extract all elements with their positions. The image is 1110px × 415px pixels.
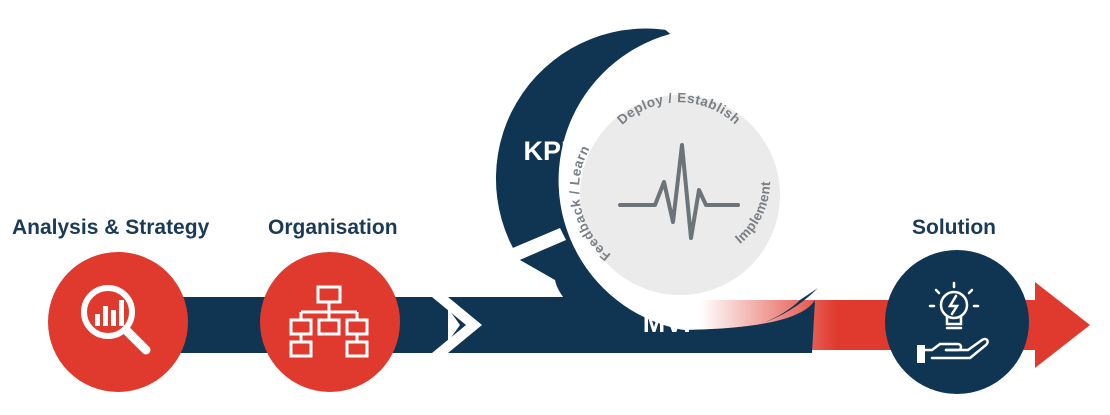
- cycle-ring: [495, 28, 818, 341]
- solution-circle: [885, 250, 1029, 394]
- mvp-label: MVP: [643, 308, 702, 338]
- ring-gap-top: [662, 25, 700, 82]
- band-gap: [432, 297, 482, 353]
- lightbulb-hand-icon: [917, 281, 989, 363]
- analysis-label: Analysis & Strategy: [12, 216, 210, 239]
- magnifier-bar-chart-icon: [81, 285, 151, 355]
- organisation-circle: [260, 252, 400, 392]
- solution-label: Solution: [912, 216, 996, 239]
- analysis-circle: [48, 252, 188, 392]
- rollout-label-line1: Roll-: [776, 119, 836, 149]
- kpi-label: KPI: [523, 136, 568, 166]
- rollout-label-line2: out: [785, 156, 827, 186]
- ring-gap-left: [508, 228, 566, 262]
- heartbeat-icon: [618, 143, 740, 240]
- organisation-label: Organisation: [268, 216, 398, 239]
- org-chart-icon: [289, 285, 369, 358]
- cycle-center: [580, 95, 780, 295]
